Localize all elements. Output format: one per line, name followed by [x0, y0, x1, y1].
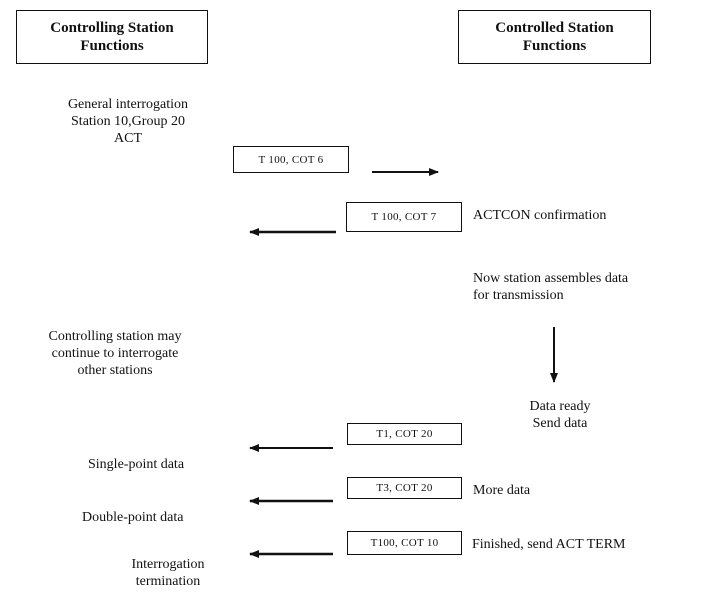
- controlling-station-header: Controlling Station Functions: [16, 10, 208, 64]
- actcon-confirmation-label: ACTCON confirmation: [473, 208, 607, 223]
- general-interrogation-label: General interrogation Station 10,Group 2…: [67, 97, 189, 146]
- message-box-t100-cot7: T 100, COT 7: [346, 202, 462, 232]
- double-point-label: Double-point data: [82, 510, 184, 525]
- message-box-t3-cot20: T3, COT 20: [347, 477, 462, 499]
- termination-label: Interrogation termination: [131, 557, 205, 589]
- message-box-t100-cot6: T 100, COT 6: [233, 146, 349, 173]
- data-ready-label: Data ready Send data: [529, 399, 591, 431]
- finished-label: Finished, send ACT TERM: [472, 537, 626, 552]
- more-data-label: More data: [473, 483, 531, 498]
- may-continue-label: Controlling station may continue to inte…: [48, 329, 182, 378]
- single-point-label: Single-point data: [88, 457, 185, 472]
- assembles-data-label: Now station assembles data for transmiss…: [473, 271, 629, 303]
- message-box-t100-cot10: T100, COT 10: [347, 531, 462, 555]
- controlled-station-header: Controlled Station Functions: [458, 10, 651, 64]
- message-box-t1-cot20: T1, COT 20: [347, 423, 462, 445]
